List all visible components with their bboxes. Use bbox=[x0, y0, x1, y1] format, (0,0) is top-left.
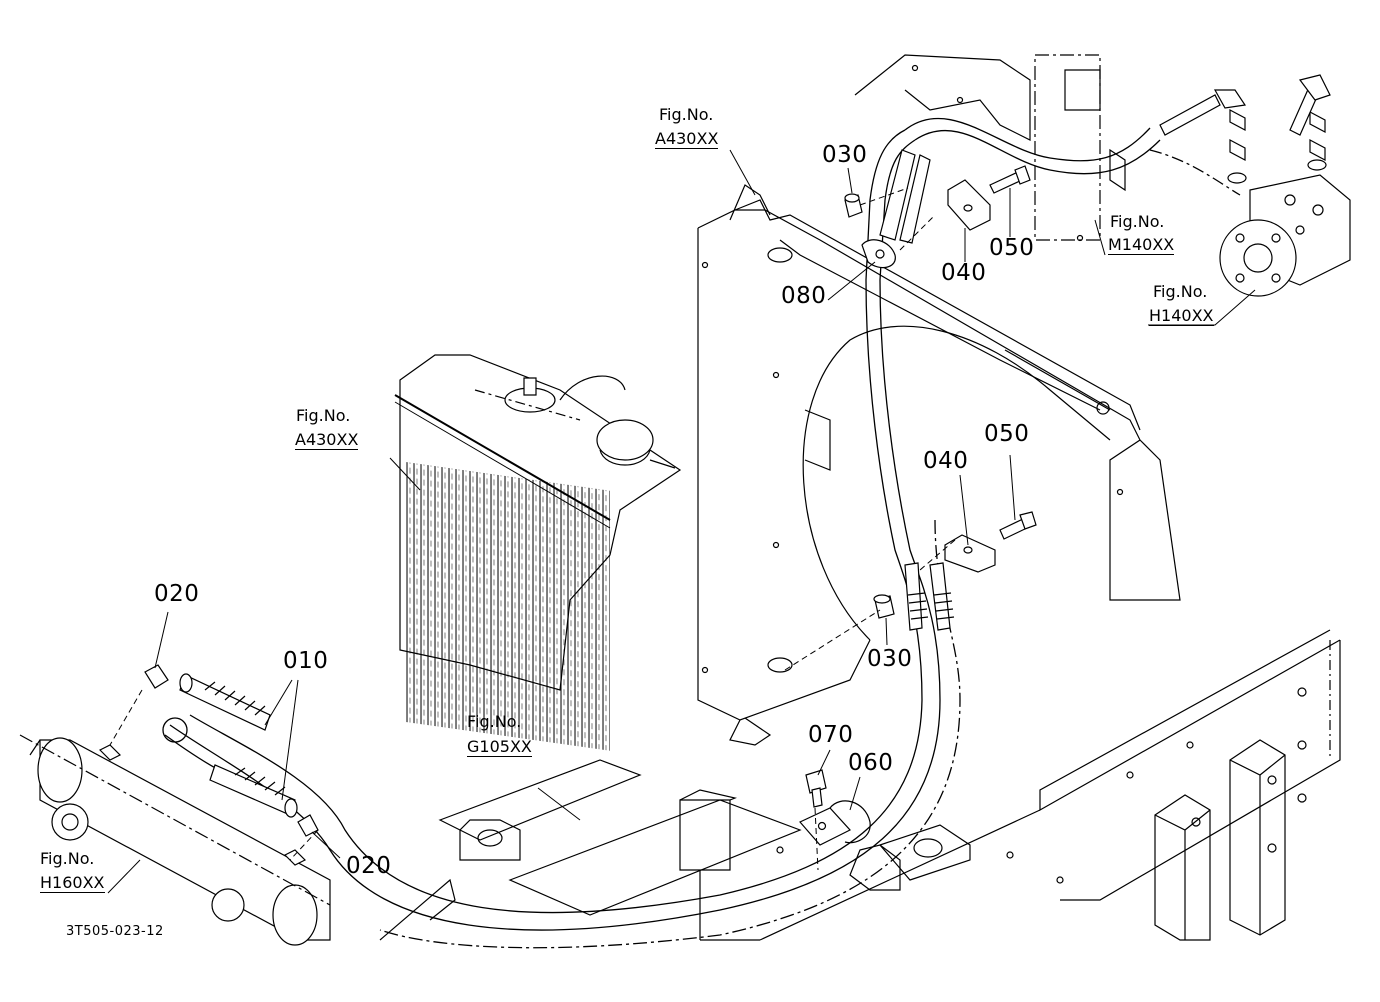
fig-caption-m140: Fig.No. bbox=[1110, 212, 1165, 231]
part-080-clip bbox=[861, 149, 931, 269]
hose-fitting-upper bbox=[144, 664, 271, 731]
part-number-020-upper: 020 bbox=[154, 581, 200, 607]
fig-ref-g105: G105XX bbox=[467, 737, 532, 757]
hydraulic-cylinder bbox=[19, 734, 331, 946]
part-050-bolt-upper bbox=[989, 165, 1031, 194]
fig-caption-a430-top: Fig.No. bbox=[659, 105, 714, 124]
shroud-panel bbox=[697, 54, 1181, 746]
part-030-sleeve-lower bbox=[873, 594, 895, 619]
part-030-sleeve-upper bbox=[844, 193, 863, 218]
fig-ref-a430-top: A430XX bbox=[655, 129, 719, 149]
part-number-030-upper: 030 bbox=[822, 142, 868, 168]
fig-ref-h160: H160XX bbox=[40, 873, 105, 893]
fig-caption-h140: Fig.No. bbox=[1153, 282, 1208, 301]
fig-caption-a430-left: Fig.No. bbox=[296, 406, 351, 425]
hydraulic-pump bbox=[1159, 74, 1351, 297]
part-number-080: 080 bbox=[781, 283, 827, 309]
fig-caption-g105: Fig.No. bbox=[467, 712, 522, 731]
part-number-050-lower: 050 bbox=[984, 421, 1030, 447]
fig-ref-a430-left: A430XX bbox=[295, 430, 359, 450]
part-number-040-lower: 040 bbox=[923, 448, 969, 474]
part-040-clamp-upper bbox=[947, 179, 991, 231]
part-number-010: 010 bbox=[283, 648, 329, 674]
fig-caption-h160: Fig.No. bbox=[40, 849, 95, 868]
part-070-bolt bbox=[805, 769, 827, 808]
drawing-code: 3T505-023-12 bbox=[66, 924, 164, 939]
part-number-030-lower: 030 bbox=[867, 646, 913, 672]
hydraulic-pipe bbox=[162, 117, 1241, 949]
part-number-060: 060 bbox=[848, 750, 894, 776]
part-number-050-upper: 050 bbox=[989, 235, 1035, 261]
frame-chassis bbox=[379, 629, 1341, 941]
radiator-core bbox=[394, 354, 682, 751]
fig-ref-m140: M140XX bbox=[1108, 235, 1175, 255]
hose-couplings-lower bbox=[904, 562, 955, 631]
hose-fitting-lower bbox=[209, 764, 319, 837]
part-050-bolt-lower bbox=[999, 511, 1037, 540]
leader-lines bbox=[107, 149, 1256, 894]
part-number-040-upper: 040 bbox=[941, 260, 987, 286]
part-060-clamp bbox=[799, 800, 871, 846]
part-number-020-lower: 020 bbox=[346, 853, 392, 879]
part-number-070: 070 bbox=[808, 722, 854, 748]
fig-ref-h140: H140XX bbox=[1149, 306, 1214, 326]
part-040-clamp-lower bbox=[944, 534, 996, 573]
